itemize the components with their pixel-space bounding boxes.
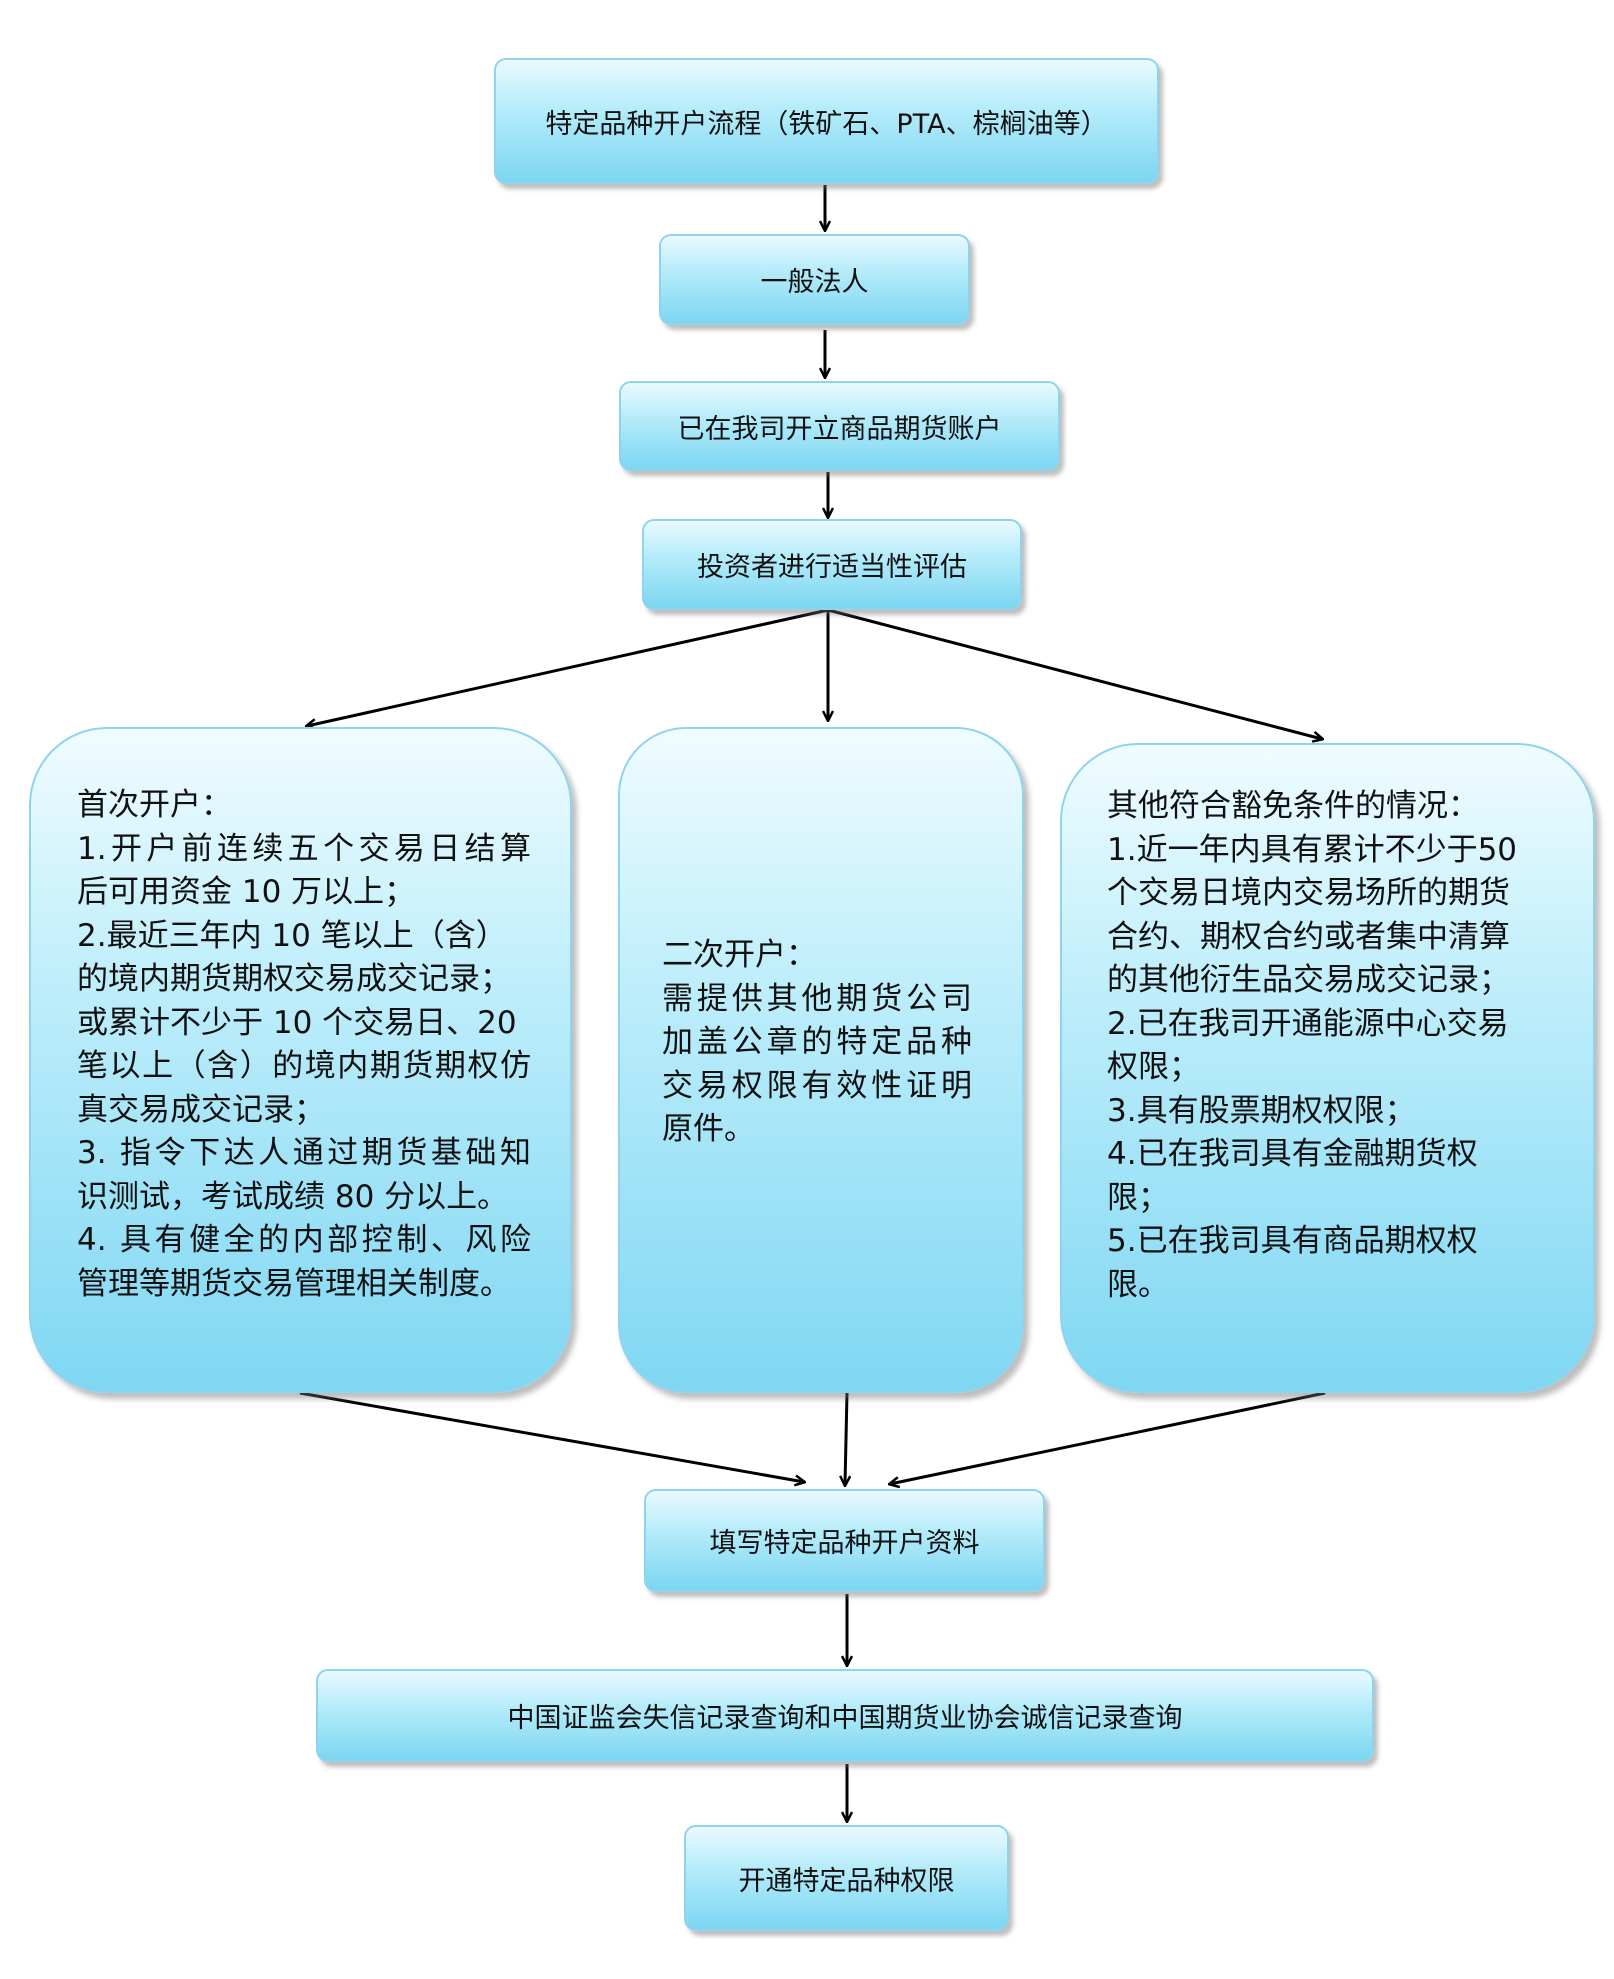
- second-line: 交易权限有效性证明: [662, 1067, 972, 1104]
- branch-first-account: 首次开户： 1.开户前连续五个交易日结算 后可用资金 10 万以上； 2.最近三…: [29, 727, 572, 1393]
- other-line: 个交易日境内交易场所的期货: [1107, 875, 1510, 911]
- first-line: 或累计不少于 10 个交易日、20: [77, 1004, 517, 1041]
- other-line: 限；: [1107, 1179, 1169, 1216]
- other-line: 2.已在我司开通能源中心交易: [1107, 1005, 1509, 1042]
- arrow-second-to-fill: [845, 1392, 847, 1485]
- node-credit-check: 中国证监会失信记录查询和中国期货业协会诚信记录查询: [316, 1669, 1374, 1762]
- second-heading: 二次开户：: [662, 937, 817, 973]
- node-title: 特定品种开户流程（铁矿石、PTA、棕榈油等）: [494, 58, 1159, 184]
- first-heading: 首次开户：: [77, 787, 232, 823]
- node-credit-check-text: 中国证监会失信记录查询和中国期货业协会诚信记录查询: [507, 1703, 1183, 1734]
- node-existing-account-text: 已在我司开立商品期货账户: [677, 413, 1002, 445]
- first-line: 真交易成交记录；: [77, 1091, 325, 1128]
- node-suitability-text: 投资者进行适当性评估: [697, 552, 967, 583]
- other-line: 的其他衍生品交易成交记录；: [1107, 962, 1510, 998]
- branch-other-exemptions: 其他符合豁免条件的情况： 1.近一年内具有累计不少于50 个交易日境内交易场所的…: [1060, 743, 1595, 1393]
- arrow-other-to-fill: [890, 1391, 1326, 1484]
- node-general-legal-person: 一般法人: [659, 234, 970, 325]
- other-line: 合约、期权合约或者集中清算: [1107, 918, 1510, 955]
- other-line: 4.已在我司具有金融期货权: [1107, 1136, 1478, 1172]
- first-line: 的境内期货期权交易成交记录；: [77, 961, 511, 997]
- node-general-legal-person-text: 一般法人: [760, 267, 869, 298]
- arrow-first-to-fill: [299, 1391, 804, 1482]
- first-line: 识测试，考试成绩 80 分以上。: [77, 1178, 509, 1215]
- other-line: 1.近一年内具有累计不少于50: [1107, 831, 1518, 868]
- branch-second-account: 二次开户： 需提供其他期货公司 加盖公章的特定品种 交易权限有效性证明 原件。: [618, 727, 1024, 1393]
- first-line: 后可用资金 10 万以上；: [77, 874, 416, 910]
- first-line: 笔以上（含）的境内期货期权仿: [77, 1048, 531, 1084]
- arrow-suitability-to-other: [827, 608, 1322, 739]
- node-title-text: 特定品种开户流程（铁矿石、PTA、棕榈油等）: [545, 108, 1108, 140]
- node-fill-form: 填写特定品种开户资料: [644, 1489, 1045, 1592]
- first-line: 3. 指令下达人通过期货基础知: [77, 1135, 531, 1171]
- first-line: 管理等期货交易管理相关制度。: [77, 1265, 511, 1302]
- second-line: 原件。: [662, 1111, 755, 1147]
- first-line: 4. 具有健全的内部控制、风险: [77, 1222, 531, 1258]
- second-line: 加盖公章的特定品种: [662, 1024, 972, 1060]
- other-line: 5.已在我司具有商品期权权: [1107, 1223, 1478, 1259]
- other-line: 限。: [1107, 1266, 1169, 1303]
- first-line: 1.开户前连续五个交易日结算: [77, 830, 531, 867]
- node-open-permission-text: 开通特定品种权限: [738, 1865, 955, 1897]
- other-line: 3.具有股票期权权限；: [1107, 1092, 1416, 1129]
- node-suitability: 投资者进行适当性评估: [642, 519, 1022, 610]
- arrow-suitability-to-first: [307, 608, 829, 726]
- node-existing-account: 已在我司开立商品期货账户: [619, 381, 1060, 471]
- other-line: 权限；: [1107, 1049, 1200, 1085]
- second-line: 需提供其他期货公司: [662, 980, 972, 1017]
- other-heading: 其他符合豁免条件的情况：: [1107, 788, 1479, 824]
- node-fill-form-text: 填写特定品种开户资料: [709, 1528, 980, 1559]
- first-line: 2.最近三年内 10 笔以上（含）: [77, 917, 507, 954]
- node-open-permission: 开通特定品种权限: [684, 1825, 1009, 1931]
